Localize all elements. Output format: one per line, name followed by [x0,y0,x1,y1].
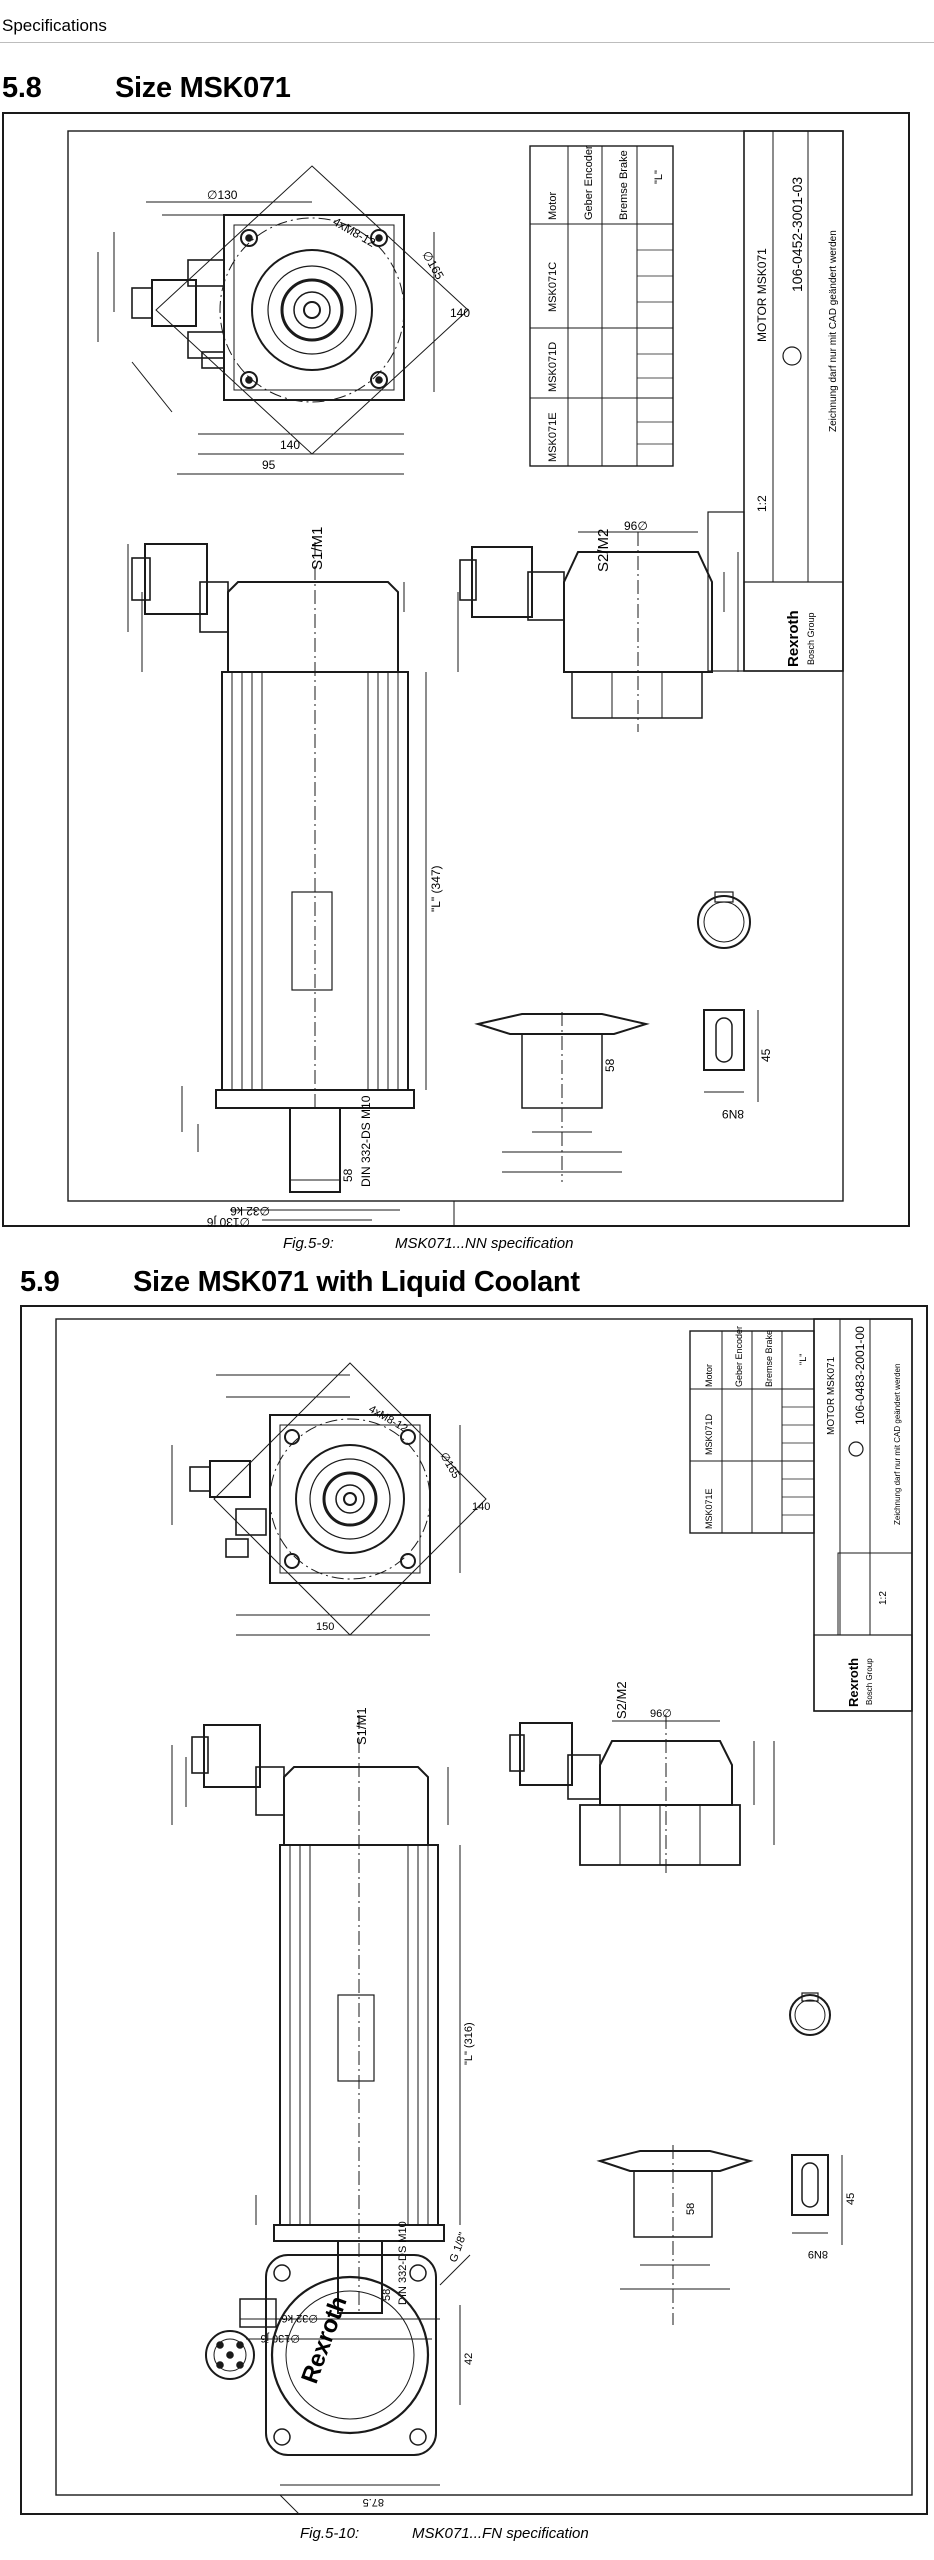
flange-view [171,1362,487,1636]
dim-length: "L" (316) [463,2022,475,2065]
dim-45: 45 [759,1048,773,1062]
table-motor-d: MSK071D [704,1413,714,1455]
shaft-end-view [789,1992,843,2245]
title-block [813,1318,913,1712]
dim-length: "L" (347) [429,865,443,912]
dim-pcd: ∅165 [419,249,447,283]
table-motor-e: MSK071E [547,412,559,462]
title-block-scale: 1:2 [878,1591,889,1605]
title-block-note: Zeichnung darf nur mit CAD geändert werd… [828,230,839,432]
dim-shaft: ∅32 k6 [230,1204,270,1218]
title-block [707,130,844,672]
dim-shaft: ∅32 k6 [282,2312,319,2324]
dim-95: 95 [262,458,276,472]
callout-s2m2: S2/M2 [614,1681,629,1719]
header-rule [0,42,934,43]
dim-130: ∅130 [207,188,238,202]
dim-key: 8N9 [722,1107,744,1121]
title-block-note: Zeichnung darf nur mit CAD geändert werd… [893,1364,902,1525]
section-title: Size MSK071 [115,72,291,104]
dim-flange: ∅130 j6 [207,1215,250,1227]
coolant-end-view [205,2254,471,2486]
table-head-length: "L" [653,170,665,184]
dim-pcd: ∅165 [437,1451,461,1481]
figure-5-9-caption: Fig.5-9: MSK071...NN specification [283,1235,783,1255]
section-5-8-heading: 5.8 Size MSK071 [2,72,702,112]
figure-label: Fig.5-10: [300,2525,360,2542]
msk071-nn-drawing: ∅130 ∅165 4xM8-12 140 140 95 Motor Geber… [2,112,910,1227]
table-head-brake: Bremse Brake [618,150,630,220]
dim-87-5: 87.5 [363,2496,384,2508]
top-view [457,531,739,732]
dim-flange: ∅130 j6 [260,2332,300,2344]
logo-subtitle: Bosch Group [806,612,816,665]
dim-bolt: 4xM8-12 [367,1403,410,1435]
title-block-drawing-no: 106-0483-2001-00 [853,1326,867,1425]
figure-caption-text: MSK071...NN specification [395,1235,574,1252]
flange-view [97,165,469,475]
figure-label: Fig.5-9: [283,1235,334,1252]
dim-bolt: 4xM8-12 [331,214,379,250]
dim-58: 58 [381,2289,393,2301]
figure-5-10-caption: Fig.5-10: MSK071...FN specification [300,2525,800,2545]
table-motor-e: MSK071E [704,1488,714,1529]
section-title: Size MSK071 with Liquid Coolant [133,1266,580,1298]
dim-140: 140 [280,438,300,452]
figure-caption-text: MSK071...FN specification [412,2525,589,2542]
running-head: Specifications [2,16,107,35]
top-view [509,1715,775,1875]
rexroth-logo: Rexroth [785,610,802,667]
callout-s1m1: S1/M1 [309,527,326,570]
shaft-section [596,2145,754,2325]
table-head-motor: Motor [704,1364,714,1387]
callout-s2m2: S2/M2 [595,529,612,572]
table-head-length: "L" [798,1354,808,1365]
title-block-name: MOTOR MSK071 [826,1356,837,1435]
table-head-encoder: Geber Encoder [734,1326,744,1387]
dim-58-section: 58 [685,2203,697,2215]
msk071-fn-drawing: 4xM8-12 ∅165 140 150 Motor Geber Encoder… [20,1305,928,2515]
table-head-motor: Motor [547,192,559,220]
dim-thread: DIN 332-DS M10 [397,2221,409,2305]
title-block-drawing-no: 106-0452-3001-03 [789,177,805,292]
section-5-9-heading: 5.9 Size MSK071 with Liquid Coolant [20,1266,920,1306]
table-motor-c: MSK071C [547,262,559,312]
dim-140-vertical: 140 [450,306,470,320]
section-number: 5.8 [2,72,42,104]
title-block-name: MOTOR MSK071 [755,248,769,342]
shaft-end-view [697,891,759,1102]
dim-45: 45 [845,2193,857,2205]
side-view [171,1715,461,2340]
dim-58: 58 [341,1168,355,1182]
dim-thread: DIN 332-DS M10 [359,1095,373,1187]
dim-58-section: 58 [603,1058,617,1072]
title-block-scale: 1:2 [755,495,769,512]
dim-key: 8N9 [808,2248,828,2260]
table-head-brake: Bremse Brake [764,1330,774,1387]
spec-table [529,145,674,467]
table-head-encoder: Geber Encoder [583,145,595,220]
shaft-section [474,1012,650,1182]
dim-140-vertical: 140 [472,1501,490,1513]
dim-96: 96∅ [624,519,648,533]
housing-stamp: Rexroth [296,2293,352,2387]
logo-subtitle: Bosch Group [865,1658,874,1705]
rexroth-logo: Rexroth [846,1658,861,1707]
callout-s1m1: S1/M1 [354,1707,369,1745]
dim-42: 42 [463,2353,475,2365]
dim-150: 150 [316,1621,334,1633]
table-motor-d: MSK071D [547,342,559,392]
dim-96: 96∅ [650,1708,672,1720]
side-view [127,542,427,1221]
section-number: 5.9 [20,1266,60,1298]
